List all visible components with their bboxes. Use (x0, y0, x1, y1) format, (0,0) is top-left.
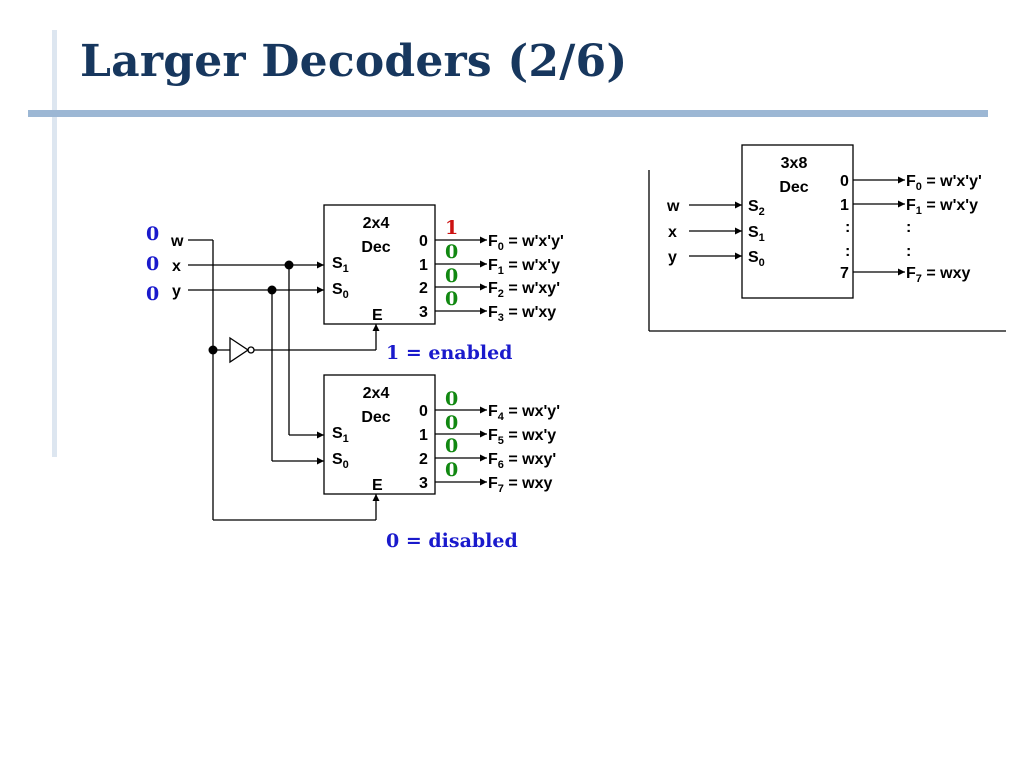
summary-function-dots-2: : (906, 243, 911, 260)
lower-output-label-0: 0 (419, 403, 428, 420)
summary-input-label-y: y (668, 249, 677, 266)
upper-select-s0: S0 (332, 281, 349, 301)
summary-input-label-x: x (668, 224, 677, 241)
upper-function-0: F0 = w'x'y' (488, 233, 564, 253)
lower-output-label-1: 1 (419, 427, 428, 444)
summary-decoder (648, 144, 1006, 332)
summary-decoder-box (741, 144, 854, 299)
upper-decoder-title: 2x4 (363, 215, 390, 232)
title-underline-rule (28, 110, 988, 117)
upper-output-label-0: 0 (419, 233, 428, 250)
summary-function-dots-1: : (906, 219, 911, 236)
upper-output-label-3: 3 (419, 304, 428, 321)
slide-title: Larger Decoders (2/6) (80, 36, 628, 87)
summary-output-label-7: 7 (840, 265, 849, 282)
upper-output-bit-2: 0 (445, 265, 458, 287)
summary-output-label-1: 1 (840, 197, 849, 214)
input-label-x: x (172, 258, 181, 275)
input-bit-x: 0 (146, 253, 159, 275)
upper-output-label-2: 2 (419, 280, 428, 297)
lower-decoder-title: 2x4 (363, 385, 390, 402)
lower-output-bit-3: 0 (445, 459, 458, 481)
upper-function-2: F2 = w'xy' (488, 280, 560, 300)
lower-enable-label: E (372, 477, 383, 494)
summary-function-7: F7 = wxy (906, 265, 970, 285)
lower-function-3: F7 = wxy (488, 475, 552, 495)
lower-select-s0: S0 (332, 451, 349, 471)
lower-output-bit-1: 0 (445, 412, 458, 434)
input-bit-y: 0 (146, 283, 159, 305)
summary-decoder-title: 3x8 (781, 155, 808, 172)
lower-enable-note: 0 = disabled (386, 530, 518, 552)
upper-function-3: F3 = w'xy (488, 304, 556, 324)
lower-output-label-3: 3 (419, 475, 428, 492)
upper-output-bit-3: 0 (445, 288, 458, 310)
junction-w (208, 345, 218, 355)
summary-select-s2: S2 (748, 198, 765, 218)
lower-decoder-subtitle: Dec (361, 409, 390, 426)
summary-function-0: F0 = w'x'y' (906, 173, 982, 193)
upper-output-label-1: 1 (419, 257, 428, 274)
lower-function-2: F6 = wxy' (488, 451, 556, 471)
upper-output-bit-1: 0 (445, 241, 458, 263)
summary-input-label-w: w (666, 198, 680, 215)
summary-decoder-subtitle: Dec (779, 179, 808, 196)
input-label-y: y (172, 283, 181, 300)
input-bit-w: 0 (146, 223, 159, 245)
upper-enable-note: 1 = enabled (386, 342, 512, 364)
junction-y (267, 285, 277, 295)
lower-function-0: F4 = wx'y' (488, 403, 560, 423)
summary-output-label-dots-1: : (845, 219, 850, 236)
junction-x (284, 260, 294, 270)
upper-enable-label: E (372, 307, 383, 324)
summary-select-s1: S1 (748, 224, 765, 244)
lower-output-label-2: 2 (419, 451, 428, 468)
upper-function-1: F1 = w'x'y (488, 257, 560, 277)
upper-select-s1: S1 (332, 255, 349, 275)
summary-function-1: F1 = w'x'y (906, 197, 978, 217)
lower-select-s1: S1 (332, 425, 349, 445)
lower-function-1: F5 = wx'y (488, 427, 556, 447)
lower-output-bit-0: 0 (445, 388, 458, 410)
summary-output-label-dots-2: : (845, 243, 850, 260)
main-circuit (188, 204, 487, 521)
lower-output-bit-2: 0 (445, 435, 458, 457)
upper-decoder-subtitle: Dec (361, 239, 390, 256)
summary-select-s0: S0 (748, 249, 765, 269)
left-accent-rule (52, 30, 57, 457)
upper-output-bit-0: 1 (445, 217, 458, 239)
summary-output-label-0: 0 (840, 173, 849, 190)
input-label-w: w (170, 233, 184, 250)
inverter-gate (229, 336, 250, 364)
